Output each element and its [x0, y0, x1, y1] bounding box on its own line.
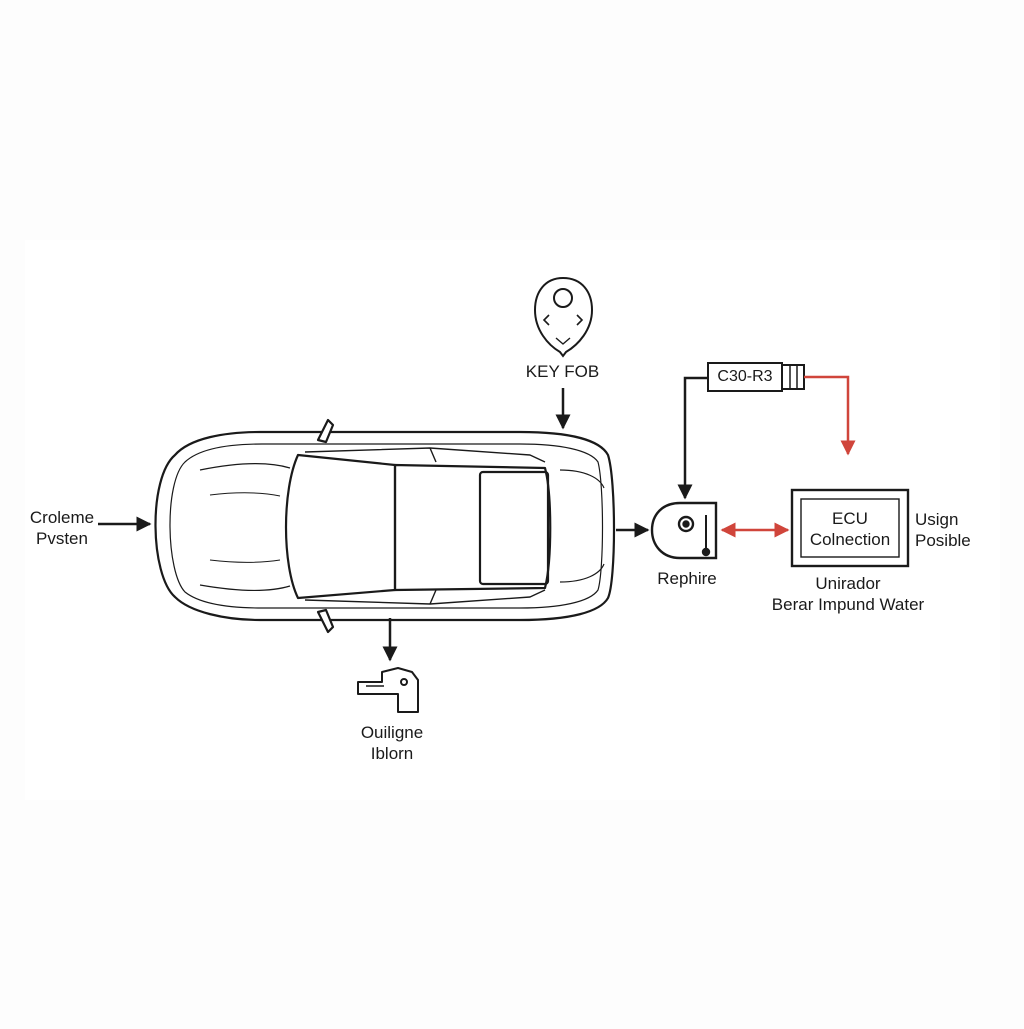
key-fob-label: KEY FOB	[510, 361, 615, 382]
ecu-side-label: Usign Posible	[915, 509, 971, 551]
ecu-box-line1: ECU	[832, 509, 868, 528]
receiver-label-text: Rephire	[657, 569, 717, 588]
left-input-label: Croleme Pvsten	[22, 507, 102, 549]
car-top-view	[154, 418, 616, 634]
receiver-label: Rephire	[642, 568, 732, 589]
ecu-box-label: ECU Colnection	[801, 508, 899, 550]
key-fob-label-text: KEY FOB	[525, 362, 600, 381]
connector-box	[707, 362, 805, 392]
bottom-component-label: Ouiligne Iblorn	[340, 722, 444, 764]
receiver-device	[650, 501, 718, 560]
ecu-caption: Unirador Berar Impund Water	[765, 573, 931, 615]
connector-label: C30-R3	[708, 366, 782, 387]
ecu-caption-line2: Berar Impund Water	[771, 595, 925, 614]
left-input-line1: Croleme	[29, 508, 95, 527]
bottom-component-line1: Ouiligne	[360, 723, 424, 742]
ecu-side-line1: Usign	[915, 510, 959, 529]
ecu-side-line2: Posible	[915, 531, 971, 550]
left-input-line2: Pvsten	[36, 529, 88, 548]
bottom-component-line2: Iblorn	[370, 744, 414, 763]
connector-to-ecu-arrow	[804, 375, 856, 456]
ecu-box	[790, 488, 910, 568]
ecu-box-line2: Colnection	[809, 530, 891, 549]
plug-component-icon	[357, 667, 419, 713]
connector-to-receiver-line	[677, 376, 708, 500]
key-fob-icon	[533, 276, 594, 358]
ecu-caption-line1: Unirador	[815, 574, 881, 593]
connector-label-text: C30-R3	[717, 368, 773, 385]
